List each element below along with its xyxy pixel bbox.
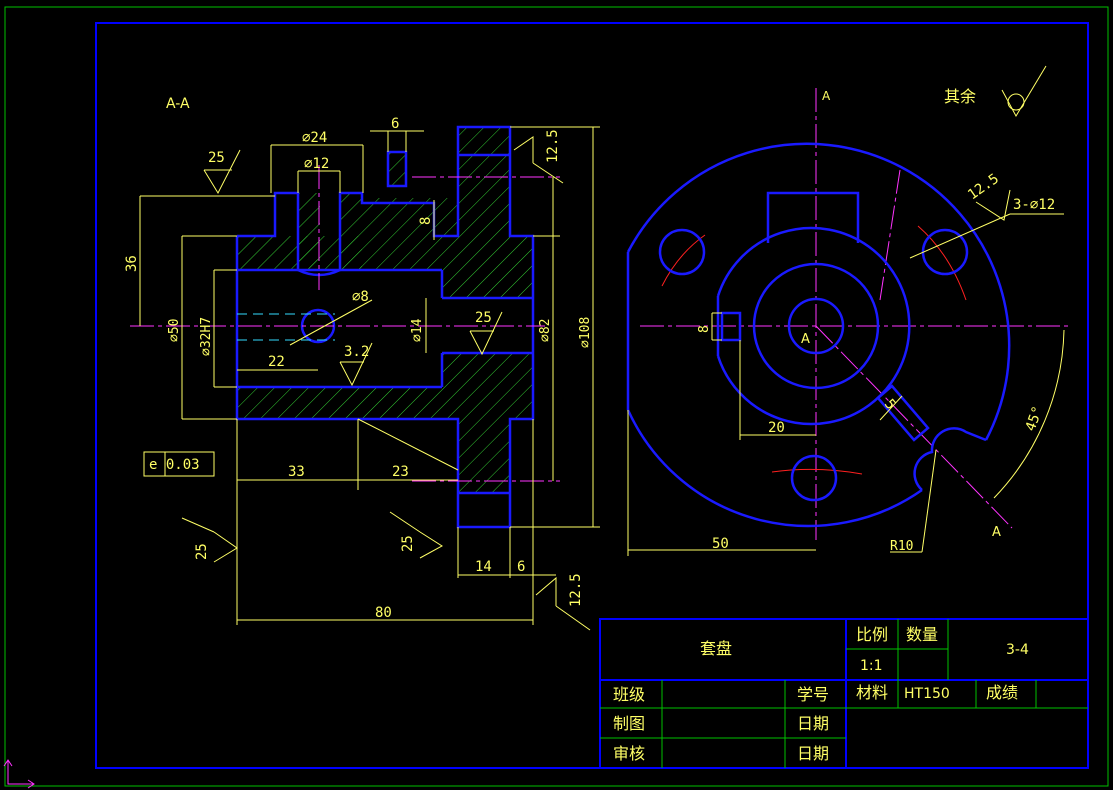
dim-r25-top: 25 <box>208 150 225 166</box>
ucs-icon <box>3 759 35 789</box>
part-name: 套盘 <box>700 639 732 658</box>
section-dimension-lines <box>139 126 600 625</box>
dim-r12-5-right: 12.5 <box>965 171 1002 203</box>
dim-len50: 50 <box>712 536 729 552</box>
dim-holes: 3-⌀12 <box>1013 197 1055 213</box>
scale-value: 1:1 <box>860 658 883 674</box>
section-label: A-A <box>166 96 190 112</box>
sheet-border <box>4 6 1109 787</box>
date-label-2: 日期 <box>797 744 829 763</box>
dim-d32H7: ⌀32H7 <box>199 317 214 356</box>
front-outline <box>626 142 1011 528</box>
dim-r25-mid: 25 <box>475 310 492 326</box>
dim-len22: 22 <box>268 354 285 370</box>
section-view: A-A ⌀24 ⌀12 6 12.5 25 36 8 ⌀8 ⌀14 25 ⌀82… <box>124 96 600 631</box>
tolerance-frame: e 0.03 <box>149 457 200 473</box>
section-dimension-text: A-A ⌀24 ⌀12 6 12.5 25 36 8 ⌀8 ⌀14 25 ⌀82… <box>124 96 593 621</box>
section-marker-top: A <box>822 89 831 103</box>
dim-r25-left: 25 <box>194 543 210 560</box>
dim-len6-bot: 6 <box>517 559 525 575</box>
qty-label: 数量 <box>906 625 938 644</box>
dim-k8: 8 <box>697 325 712 333</box>
front-roughness-symbols <box>975 65 1047 221</box>
grade-label: 成绩 <box>986 683 1018 702</box>
dim-h36: 36 <box>124 255 140 272</box>
front-dimension-lines <box>627 213 1065 556</box>
surface-note: 其余 <box>944 87 976 106</box>
dim-r10: R10 <box>890 539 913 554</box>
drawn-label: 制图 <box>613 714 645 733</box>
dim-r12-5-bot: 12.5 <box>568 573 584 607</box>
dim-r3-2: 3.2 <box>344 344 369 360</box>
drawing-frame <box>95 22 1089 769</box>
dim-d82: ⌀82 <box>538 319 553 342</box>
dim-r25-bot: 25 <box>400 535 416 552</box>
dim-len33: 33 <box>288 464 305 480</box>
dim-r12-5-top: 12.5 <box>545 129 561 163</box>
dim-len14: 14 <box>475 559 492 575</box>
dim-len20: 20 <box>768 420 785 436</box>
date-label-1: 日期 <box>797 714 829 733</box>
student-no-label: 学号 <box>797 685 829 704</box>
material-value: HT150 <box>904 686 950 702</box>
scale-label: 比例 <box>856 625 888 644</box>
dim-d14: ⌀14 <box>410 318 425 342</box>
dim-h8: 8 <box>418 217 434 225</box>
dim-d50: ⌀50 <box>167 319 182 342</box>
roughness-symbols <box>181 136 591 631</box>
section-marker-center: A <box>801 332 810 347</box>
dim-d12: ⌀12 <box>304 156 329 172</box>
check-label: 审核 <box>613 744 645 763</box>
dim-d24: ⌀24 <box>302 130 327 146</box>
section-centerlines <box>130 165 560 482</box>
drawing-number: 3-4 <box>1006 642 1029 658</box>
dim-d8: ⌀8 <box>352 289 369 305</box>
dim-len80: 80 <box>375 605 392 621</box>
dim-w6-top: 6 <box>391 116 399 132</box>
dim-d108: ⌀108 <box>578 317 593 348</box>
class-label: 班级 <box>613 685 645 704</box>
front-centerlines <box>640 88 1070 540</box>
material-label: 材料 <box>856 683 888 702</box>
dim-ang45: 45° <box>1023 404 1047 433</box>
section-marker-bottom: A <box>992 525 1001 540</box>
hidden-lines <box>237 313 335 341</box>
front-view: A A A 其余 3-⌀12 12.5 8 20 5 45° 50 R10 <box>626 65 1070 556</box>
dim-len23: 23 <box>392 464 409 480</box>
title-block: 套盘 比例 1:1 数量 3-4 班级 学号 材料 HT150 成绩 制图 日期… <box>599 618 1089 769</box>
